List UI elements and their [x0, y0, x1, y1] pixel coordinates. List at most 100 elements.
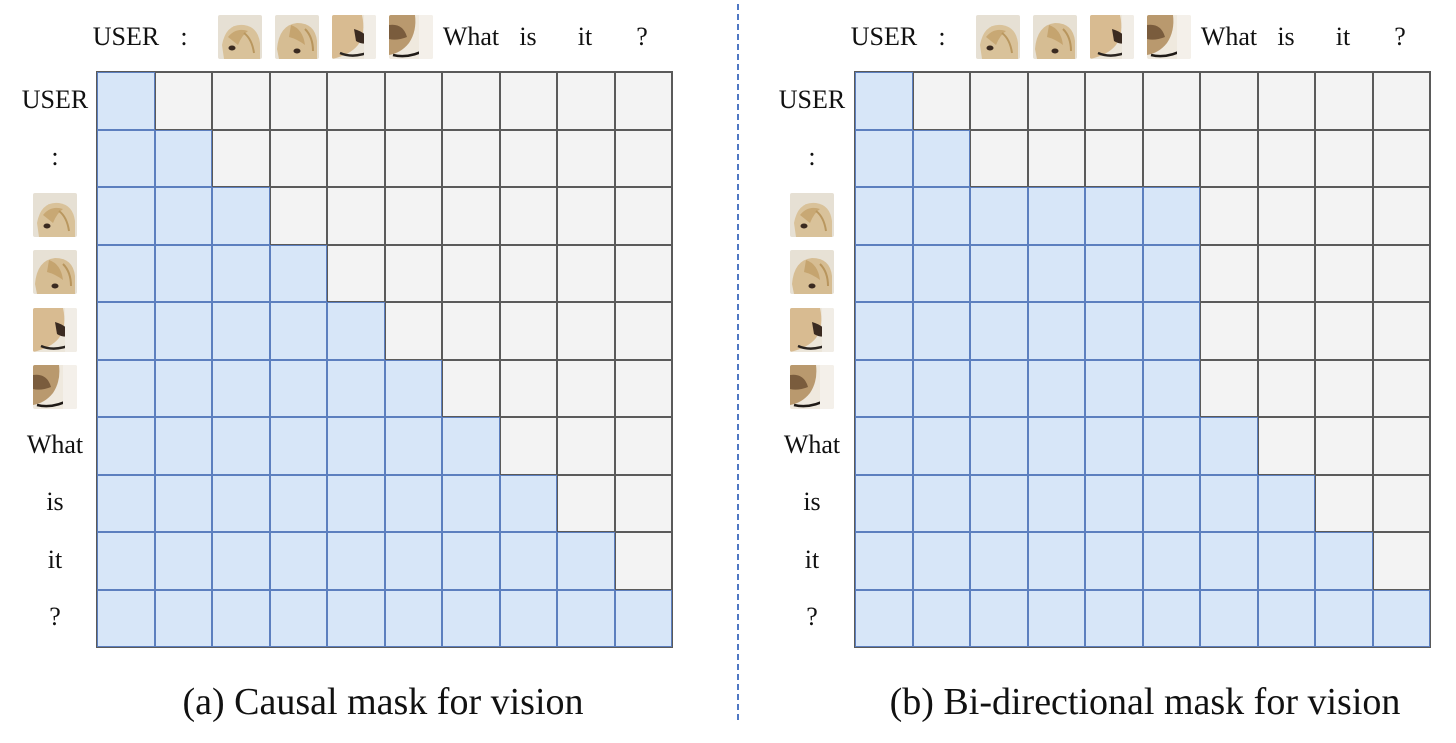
- masked-cell: [442, 302, 500, 360]
- dog-head-patch-icon: [790, 250, 834, 295]
- masked-cell: [1315, 474, 1373, 532]
- attend-cell: [1085, 417, 1143, 475]
- dog-head-patch-icon: [1090, 15, 1134, 59]
- masked-cell: [1372, 302, 1430, 360]
- masked-cell: [1200, 359, 1258, 417]
- attend-cell: [970, 187, 1028, 245]
- attend-cell: [912, 417, 970, 475]
- attend-cell: [970, 302, 1028, 360]
- token-label: What: [783, 429, 841, 459]
- attend-cell: [970, 532, 1028, 590]
- masked-cell: [614, 417, 672, 475]
- masked-cell: [384, 129, 442, 187]
- masked-cell: [1372, 417, 1430, 475]
- masked-cell: [442, 244, 500, 302]
- attend-cell: [1027, 359, 1085, 417]
- attend-cell: [269, 244, 327, 302]
- attend-cell: [1085, 359, 1143, 417]
- masked-cell: [1257, 129, 1315, 187]
- attend-cell: [212, 532, 270, 590]
- attend-cell: [1200, 417, 1258, 475]
- dog-head-patch-icon: [33, 307, 77, 352]
- attend-cell: [269, 474, 327, 532]
- dog-head-patch-icon: [976, 15, 1020, 59]
- masked-cell: [1257, 72, 1315, 130]
- masked-cell: [1257, 359, 1315, 417]
- attend-cell: [1315, 532, 1373, 590]
- masked-cell: [1027, 72, 1085, 130]
- attend-cell: [1027, 589, 1085, 647]
- masked-cell: [499, 302, 557, 360]
- attend-cell: [912, 129, 970, 187]
- masked-cell: [499, 187, 557, 245]
- attend-cell: [855, 532, 913, 590]
- attend-cell: [269, 589, 327, 647]
- attend-cell: [1142, 474, 1200, 532]
- masked-cell: [1200, 129, 1258, 187]
- attend-cell: [154, 417, 212, 475]
- token-label: it: [47, 544, 63, 574]
- attend-cell: [1085, 474, 1143, 532]
- attend-cell: [97, 532, 155, 590]
- attend-cell: [97, 302, 155, 360]
- attend-cell: [442, 589, 500, 647]
- attend-cell: [154, 187, 212, 245]
- attend-cell: [327, 359, 385, 417]
- token-label: ?: [806, 602, 818, 632]
- attend-cell: [1027, 474, 1085, 532]
- attend-cell: [855, 72, 913, 130]
- attend-cell: [384, 532, 442, 590]
- attend-cell: [1085, 532, 1143, 590]
- attend-cell: [1142, 302, 1200, 360]
- attend-cell: [384, 417, 442, 475]
- masked-cell: [384, 244, 442, 302]
- masked-cell: [442, 359, 500, 417]
- attend-cell: [269, 359, 327, 417]
- attend-cell: [212, 474, 270, 532]
- masked-cell: [442, 129, 500, 187]
- attend-cell: [212, 359, 270, 417]
- attend-cell: [1257, 589, 1315, 647]
- masked-cell: [1372, 359, 1430, 417]
- attend-cell: [1142, 417, 1200, 475]
- attend-cell: [855, 589, 913, 647]
- attend-cell: [855, 474, 913, 532]
- attend-cell: [154, 359, 212, 417]
- attend-cell: [855, 129, 913, 187]
- masked-cell: [557, 244, 615, 302]
- masked-cell: [499, 72, 557, 130]
- attend-cell: [970, 244, 1028, 302]
- masked-cell: [327, 72, 385, 130]
- masked-cell: [1315, 72, 1373, 130]
- masked-cell: [614, 359, 672, 417]
- dog-head-patch-icon: [790, 307, 834, 352]
- masked-cell: [269, 72, 327, 130]
- attend-cell: [1027, 244, 1085, 302]
- attend-cell: [1142, 244, 1200, 302]
- token-label: is: [803, 487, 821, 517]
- masked-cell: [442, 72, 500, 130]
- masked-cell: [1372, 474, 1430, 532]
- dog-head-patch-icon: [33, 192, 77, 237]
- attend-cell: [212, 244, 270, 302]
- attend-cell: [1085, 589, 1143, 647]
- masked-cell: [970, 72, 1028, 130]
- masked-cell: [384, 187, 442, 245]
- attend-cell: [912, 302, 970, 360]
- masked-cell: [1200, 187, 1258, 245]
- attend-cell: [1027, 187, 1085, 245]
- token-label: :: [51, 142, 59, 172]
- attend-cell: [1142, 187, 1200, 245]
- masked-cell: [269, 129, 327, 187]
- attend-cell: [154, 129, 212, 187]
- attend-cell: [384, 474, 442, 532]
- dog-head-patch-icon: [389, 15, 433, 59]
- attend-cell: [1027, 417, 1085, 475]
- masked-cell: [1315, 129, 1373, 187]
- masked-cell: [327, 187, 385, 245]
- token-label: :: [808, 142, 816, 172]
- masked-cell: [499, 417, 557, 475]
- attend-cell: [212, 187, 270, 245]
- attend-cell: [154, 589, 212, 647]
